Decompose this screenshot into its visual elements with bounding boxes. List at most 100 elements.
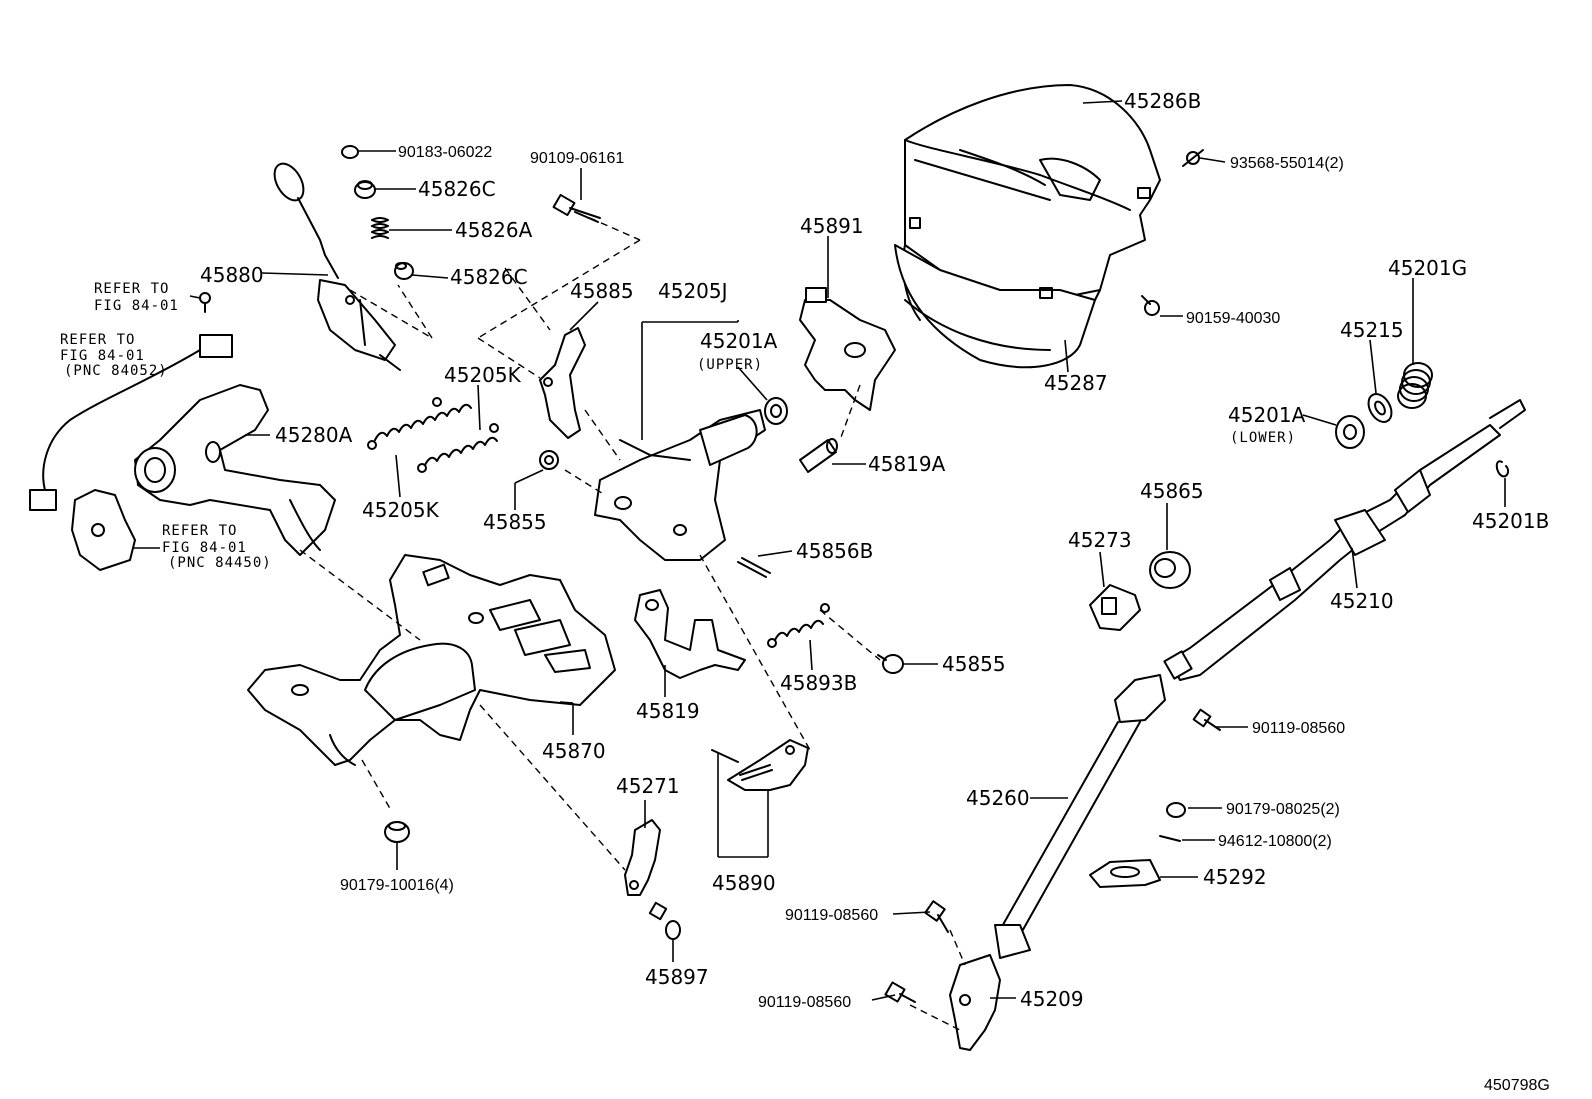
lever-45885-drawing (539, 327, 586, 439)
clip-45201b-drawing (1495, 460, 1510, 478)
universal-joint-45209-drawing (949, 954, 1001, 1051)
nut-90179-10016-drawing (384, 821, 410, 843)
reference-notes: REFER TO FIG 84-01 REFER TO FIG 84-01 (P… (60, 281, 272, 571)
sleeve-45819a-drawing (799, 438, 838, 473)
key-cylinder-drawing (71, 489, 136, 571)
label-90179-08025: 90179-08025(2) (1226, 801, 1340, 818)
seal-45292-drawing (1089, 859, 1161, 888)
part-labels: 45286B 93568-55014(2) 90183-06022 90109-… (200, 89, 1550, 1094)
label-45891: 45891 (800, 214, 864, 238)
label-45280a: 45280A (275, 423, 353, 447)
ref3-line2: FIG 84-01 (162, 540, 247, 556)
lower-bearing-drawing (1335, 415, 1365, 449)
ref3-line1: REFER TO (162, 523, 237, 539)
pawl-set-45890-drawing (711, 739, 809, 791)
column-bracket-45205j-drawing (594, 320, 766, 561)
label-90179-10016: 90179-10016(4) (340, 877, 454, 894)
label-93568-55014: 93568-55014(2) (1230, 155, 1344, 172)
label-45209: 45209 (1020, 987, 1084, 1011)
label-45210: 45210 (1330, 589, 1394, 613)
spring-45205k-right-drawing (417, 423, 499, 473)
label-lower: (LOWER) (1230, 430, 1296, 446)
ignition-housing-45280a-drawing (134, 384, 336, 556)
spring-45205k-left-drawing (367, 397, 472, 450)
label-45855-right: 45855 (942, 652, 1006, 676)
label-45870: 45870 (542, 739, 606, 763)
label-90183-06022: 90183-06022 (398, 144, 492, 161)
upper-column-cover-drawing (902, 84, 1161, 321)
label-45855-left: 45855 (483, 510, 547, 534)
bushing-45273-drawing (1089, 584, 1141, 631)
label-90119-08560-c: 90119-08560 (758, 994, 851, 1011)
pin-94612-drawing (1159, 835, 1181, 842)
label-45287: 45287 (1044, 371, 1108, 395)
cap-45826c-bottom-drawing (394, 262, 414, 280)
small-bolt-ref-drawing (199, 292, 211, 313)
ref2-line2: FIG 84-01 (60, 348, 145, 364)
bolt-45897-drawing (648, 901, 681, 940)
label-90159-40030: 90159-40030 (1186, 310, 1280, 327)
bushing-45865-drawing (1149, 551, 1191, 589)
label-45273: 45273 (1068, 528, 1132, 552)
ref1-line2: FIG 84-01 (94, 298, 179, 314)
bolt-90119-a-drawing (1192, 708, 1221, 731)
label-45215: 45215 (1340, 318, 1404, 342)
spring-45893b-drawing (767, 603, 830, 648)
label-45201a-upper: 45201A (700, 329, 778, 353)
label-45271: 45271 (616, 774, 680, 798)
label-upper: (UPPER) (697, 357, 763, 373)
spring-45201g-drawing (1397, 362, 1433, 409)
cap-45826c-top-drawing (354, 180, 376, 199)
label-45205j: 45205J (658, 279, 728, 303)
column-assembly-45870-drawing (247, 554, 616, 766)
intermediate-shaft-45260-drawing (994, 674, 1166, 959)
label-45826c-top: 45826C (418, 177, 496, 201)
label-45890: 45890 (712, 871, 776, 895)
bolt-45855-right-drawing (877, 654, 904, 674)
label-45885: 45885 (570, 279, 634, 303)
label-45201b: 45201B (1472, 509, 1549, 533)
assembly-dashed-lines (299, 217, 966, 1031)
nut-90179-08025-drawing (1166, 802, 1186, 818)
label-45205k-top: 45205K (444, 363, 522, 387)
diagram-code: 450798G (1484, 1077, 1550, 1094)
leader-lines (132, 100, 1506, 1001)
bracket-45271-drawing (624, 819, 661, 896)
label-45205k-bottom: 45205K (362, 498, 440, 522)
screw-90159-drawing (1141, 295, 1160, 316)
lower-column-cover-drawing (894, 244, 1096, 369)
bolt-90109-drawing (552, 193, 601, 223)
main-shaft-45210-drawing (1163, 399, 1526, 681)
label-90119-08560-a: 90119-08560 (1252, 720, 1345, 737)
label-45880: 45880 (200, 263, 264, 287)
label-45286b: 45286B (1124, 89, 1201, 113)
spring-45826a-drawing (371, 217, 389, 239)
label-45292: 45292 (1203, 865, 1267, 889)
label-45819a: 45819A (868, 452, 946, 476)
ref3-line3: (PNC 84450) (168, 555, 272, 571)
label-94612-10800: 94612-10800(2) (1218, 833, 1332, 850)
ref2-line3: (PNC 84052) (64, 363, 168, 379)
label-45893b: 45893B (780, 671, 857, 695)
label-45865: 45865 (1140, 479, 1204, 503)
bracket-45891-drawing (799, 287, 896, 441)
label-45201g: 45201G (1388, 256, 1467, 280)
ring-45215-drawing (1367, 393, 1393, 423)
ref2-line1: REFER TO (60, 332, 135, 348)
nut-90183-drawing (341, 145, 359, 159)
ref1-line1: REFER TO (94, 281, 169, 297)
label-90119-08560-b: 90119-08560 (785, 907, 878, 924)
label-45201a-lower: 45201A (1228, 403, 1306, 427)
label-45260: 45260 (966, 786, 1030, 810)
connector-wire-drawing (29, 334, 233, 511)
label-90109-06161: 90109-06161 (530, 150, 624, 167)
label-45819: 45819 (636, 699, 700, 723)
bolt-90119-c-drawing (884, 981, 916, 1003)
upper-bearing-drawing (764, 397, 788, 425)
label-45826c-bottom: 45826C (450, 265, 528, 289)
bolt-45855-left-drawing (539, 450, 559, 470)
bolt-90119-b-drawing (924, 900, 949, 933)
tilt-lever-45880-drawing (273, 162, 401, 371)
label-45897: 45897 (645, 965, 709, 989)
